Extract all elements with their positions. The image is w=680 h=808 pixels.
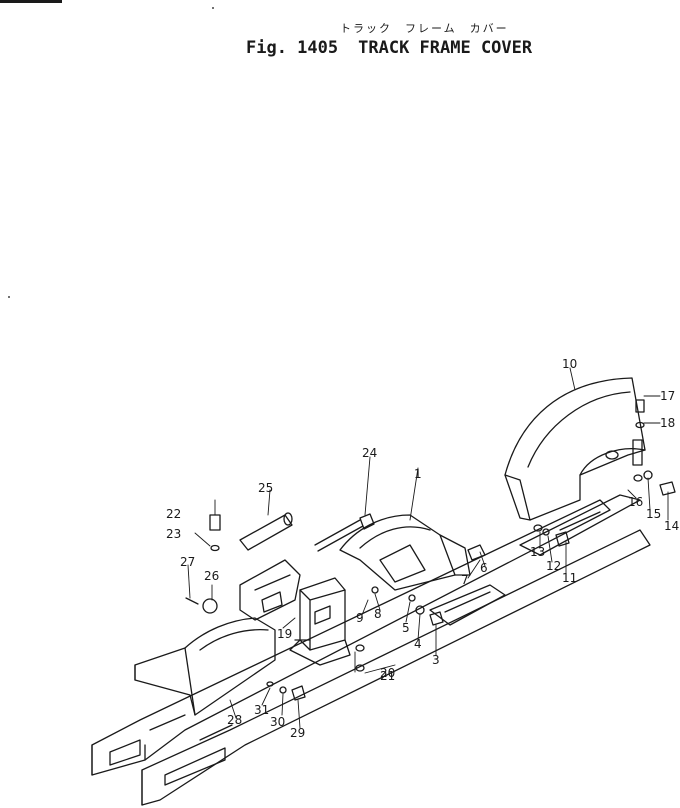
callout-29: 29 xyxy=(290,726,305,740)
callout-25: 25 xyxy=(258,481,273,495)
callout-12: 12 xyxy=(546,559,561,573)
callout-7: 7 xyxy=(461,573,469,587)
figure-number: Fig. 1405 xyxy=(246,38,339,58)
page-corner-mark xyxy=(0,0,62,3)
callout-23: 23 xyxy=(166,527,181,541)
track-frame-rail-front xyxy=(91,499,611,776)
center-cover xyxy=(339,514,471,591)
callout-17: 17 xyxy=(660,389,675,403)
callout-16: 16 xyxy=(628,495,643,509)
figure-title: Fig. 1405 TRACK FRAME COVER xyxy=(246,38,532,58)
middle-guard-plate xyxy=(429,584,506,626)
figure-name: TRACK FRAME COVER xyxy=(358,38,533,58)
callout-3: 3 xyxy=(432,653,440,667)
callout-26: 26 xyxy=(204,569,219,583)
speck xyxy=(8,296,10,298)
callout-6: 6 xyxy=(480,561,488,575)
callout-14: 14 xyxy=(664,519,679,533)
callout-19: 19 xyxy=(277,627,292,641)
callout-21: 21 xyxy=(380,669,395,683)
callout-18: 18 xyxy=(660,416,675,430)
track-frame-rail-rear xyxy=(141,529,651,806)
callout-24: 24 xyxy=(362,446,377,460)
idler-cover xyxy=(504,377,646,521)
callout-11: 11 xyxy=(562,571,577,585)
callout-28: 28 xyxy=(227,713,242,727)
callout-9: 9 xyxy=(356,611,364,625)
speck xyxy=(212,7,214,9)
pin-sleeve xyxy=(239,512,293,551)
front-bracket xyxy=(239,559,301,621)
callout-27: 27 xyxy=(180,555,195,569)
front-cover xyxy=(134,617,276,716)
hardware-set xyxy=(185,399,676,701)
leader-lines xyxy=(187,367,669,729)
callout-31: 31 xyxy=(254,703,269,717)
callout-13: 13 xyxy=(530,545,545,559)
long-bolt xyxy=(314,513,375,552)
callout-15: 15 xyxy=(646,507,661,521)
callout-5: 5 xyxy=(402,621,410,635)
callout-30: 30 xyxy=(270,715,285,729)
mounting-bracket xyxy=(289,577,351,666)
callout-8: 8 xyxy=(374,607,382,621)
callout-4: 4 xyxy=(414,637,422,651)
callout-10: 10 xyxy=(562,357,577,371)
japanese-title: トラック フレーム カバー xyxy=(340,22,509,35)
callout-labels: 1 3 4 5 6 7 8 9 10 11 12 13 14 15 16 17 … xyxy=(166,357,679,740)
rear-guard-plate xyxy=(519,494,641,556)
callout-1: 1 xyxy=(414,467,422,481)
callout-20: 20 xyxy=(380,666,395,680)
callout-22: 22 xyxy=(166,507,181,521)
